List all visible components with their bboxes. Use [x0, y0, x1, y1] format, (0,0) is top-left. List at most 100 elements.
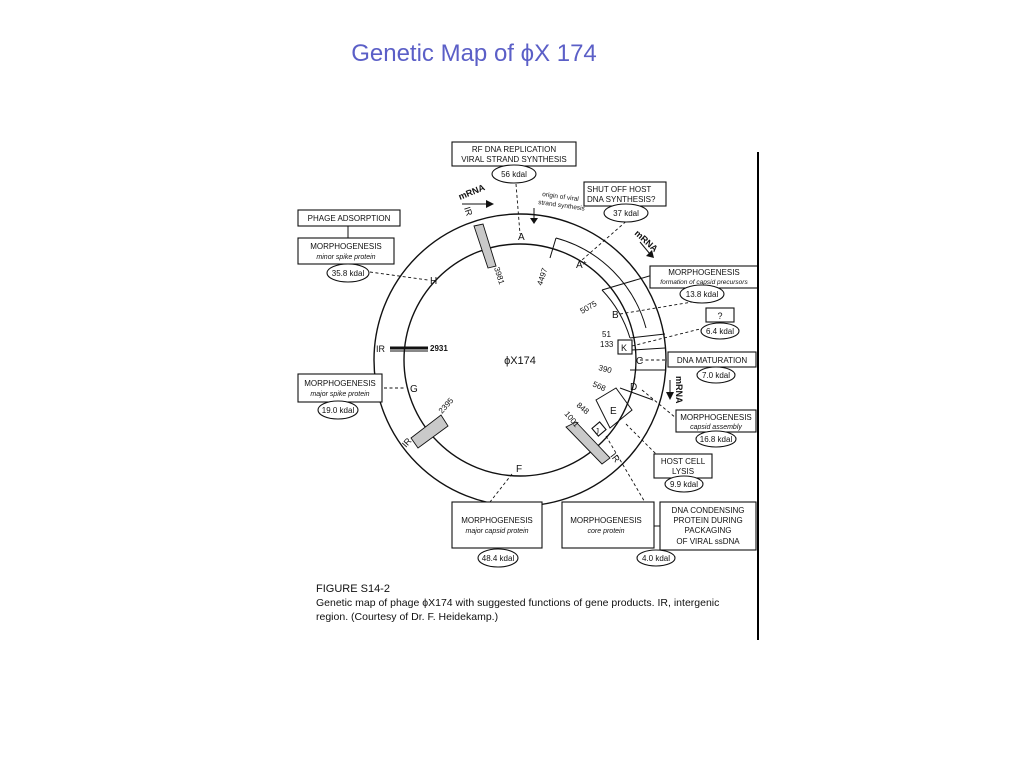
oval-c-kdal: [696, 366, 736, 384]
origin-line2: strand synthesis: [538, 199, 586, 213]
caption-figure: FIGURE S14-2: [316, 583, 390, 595]
oval-e-kdal: [664, 475, 704, 493]
core-protein-title: MORPHOGENESIS: [570, 516, 642, 525]
gene-astar: A*: [576, 260, 587, 271]
oval-astar-kdal: [603, 203, 649, 223]
ir-band-lower-right: [565, 421, 611, 465]
major-spike: major spike protein: [310, 391, 369, 398]
pos-848: 848: [575, 401, 591, 417]
box-shut-off: [583, 181, 667, 207]
genetic-map-diagram: RF DNA REPLICATION VIRAL STRAND SYNTHESI…: [297, 141, 759, 623]
caption-line2: region. (Courtesy of Dr. F. Heidekamp.): [316, 611, 498, 623]
lead-e: [625, 423, 657, 455]
pos-133: 133: [600, 340, 614, 349]
major-capsid-title: MORPHOGENESIS: [461, 516, 533, 525]
core-protein: core protein: [588, 528, 625, 535]
box-host-cell-lysis: [653, 453, 713, 479]
dna-maturation: DNA MATURATION: [677, 356, 748, 365]
gene-k: K: [621, 343, 627, 353]
b-kdal: 13.8 kdal: [686, 290, 719, 299]
mrna-arrowhead-top: [486, 200, 494, 208]
ir-label-left: IR: [376, 344, 386, 354]
gene-b-arc: [601, 289, 631, 339]
h-kdal: 35.8 kdal: [332, 269, 365, 278]
tick-568: [619, 387, 654, 401]
capsid-assembly-title: MORPHOGENESIS: [680, 413, 752, 422]
condensing-line2: PROTEIN DURING: [673, 516, 742, 525]
host-cell-line2: LYSIS: [672, 467, 694, 476]
gene-b: B: [612, 310, 619, 321]
pos-3981: 3981: [492, 266, 506, 286]
lead-k: [631, 327, 705, 347]
pos-5075: 5075: [579, 299, 599, 316]
ir-label-top: IR: [462, 206, 474, 218]
gene-e: E: [610, 406, 617, 417]
mrna-arrow-right: [639, 241, 651, 255]
tick-5075: [601, 273, 657, 291]
rf-dna-line2: VIRAL STRAND SYNTHESIS: [461, 155, 567, 164]
lead-j: [605, 435, 647, 505]
box-major-capsid: [451, 501, 543, 549]
capsid-precursors-title: MORPHOGENESIS: [668, 268, 740, 277]
d-kdal: 16.8 kdal: [700, 435, 733, 444]
box-phage-adsorption: [297, 209, 401, 227]
box-condensing: [659, 501, 757, 551]
oval-f-kdal: [477, 548, 519, 568]
condensing-line4: OF VIRAL ssDNA: [676, 537, 740, 546]
figure-right-border: [757, 152, 759, 640]
oval-k-kdal: [700, 322, 740, 340]
gene-e-box: [595, 387, 633, 429]
host-cell-line1: HOST CELL: [661, 457, 706, 466]
box-question: [705, 307, 735, 323]
pos-2931: 2931: [430, 344, 448, 353]
pos-2395: 2395: [437, 396, 456, 416]
ir-band-top: [473, 223, 497, 269]
astar-kdal: 37 kdal: [613, 209, 639, 218]
mrna-arrowhead-lower: [666, 392, 674, 400]
rf-dna-line1: RF DNA REPLICATION: [472, 145, 557, 154]
mrna-arrowhead-right: [646, 250, 654, 258]
mrna-label-top: mRNA: [457, 182, 487, 202]
gene-f: F: [516, 464, 522, 475]
f-kdal: 48.4 kdal: [482, 554, 515, 563]
c-kdal: 7.0 kdal: [702, 371, 730, 380]
condensing-line3: PACKAGING: [685, 526, 732, 535]
oval-g-kdal: [317, 400, 359, 420]
e-kdal: 9.9 kdal: [670, 480, 698, 489]
minor-spike-title: MORPHOGENESIS: [310, 242, 382, 251]
genetic-map-figure: RF DNA REPLICATION VIRAL STRAND SYNTHESI…: [280, 138, 760, 640]
lead-f: [489, 473, 513, 503]
box-major-spike: [297, 373, 383, 403]
gene-j-box: [591, 421, 607, 437]
pos-568: 568: [591, 380, 607, 394]
capsid-precursors: formation of capsid precursors: [660, 279, 748, 286]
ir-label-lower-right: IR: [608, 451, 622, 465]
shut-off-line2: DNA SYNTHESIS?: [587, 195, 656, 204]
lead-d: [641, 389, 677, 419]
gene-a: A: [518, 232, 525, 243]
origin-arrowhead: [530, 218, 538, 224]
oval-a-kdal: [491, 164, 537, 184]
j-kdal: 4.0 kdal: [642, 554, 670, 563]
condensing-line1: DNA CONDENSING: [672, 506, 745, 515]
center-label: ϕX174: [504, 355, 536, 367]
gene-d: D: [630, 382, 637, 393]
lead-h: [369, 271, 429, 281]
capsid-assembly: capsid assembly: [690, 424, 742, 431]
caption-line1: Genetic map of phage ϕX174 with suggeste…: [316, 597, 719, 609]
box-core-protein: [561, 501, 655, 549]
lead-a: [515, 183, 521, 235]
slide-title: Genetic Map of ϕX 174: [351, 40, 597, 67]
tick-51: [629, 333, 666, 339]
shut-off-line1: SHUT OFF HOST: [587, 185, 651, 194]
k-kdal: 6.4 kdal: [706, 327, 734, 336]
oval-h-kdal: [326, 263, 370, 283]
gene-g: G: [410, 384, 418, 395]
gene-k-box: [617, 339, 633, 355]
lead-astar: [581, 217, 631, 261]
inner-ring: [403, 243, 637, 477]
gene-h: H: [430, 276, 437, 287]
gene-astar-arc: [555, 237, 647, 329]
a-kdal: 56 kdal: [501, 170, 527, 179]
gene-c: C: [636, 356, 643, 367]
